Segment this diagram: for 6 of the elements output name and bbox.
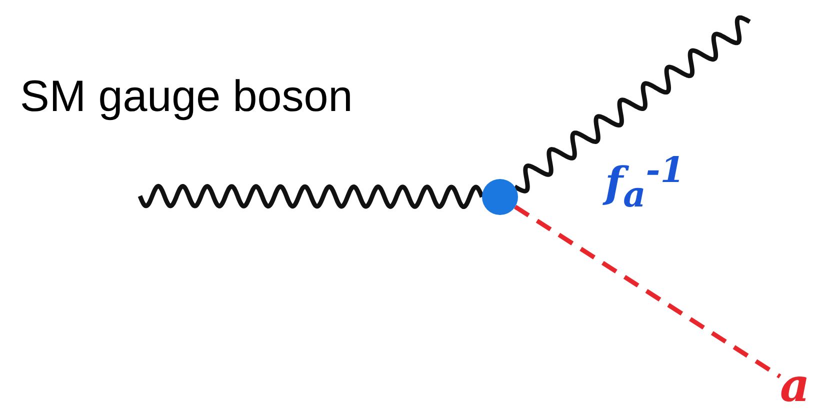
dashed-scalar-line (514, 204, 782, 378)
wavy-boson-line (138, 184, 484, 209)
particle-label: SM gauge boson (20, 72, 353, 122)
wavy-boson-line (512, 15, 752, 194)
vertex-dot (482, 179, 518, 215)
particle-label: a (780, 368, 822, 412)
